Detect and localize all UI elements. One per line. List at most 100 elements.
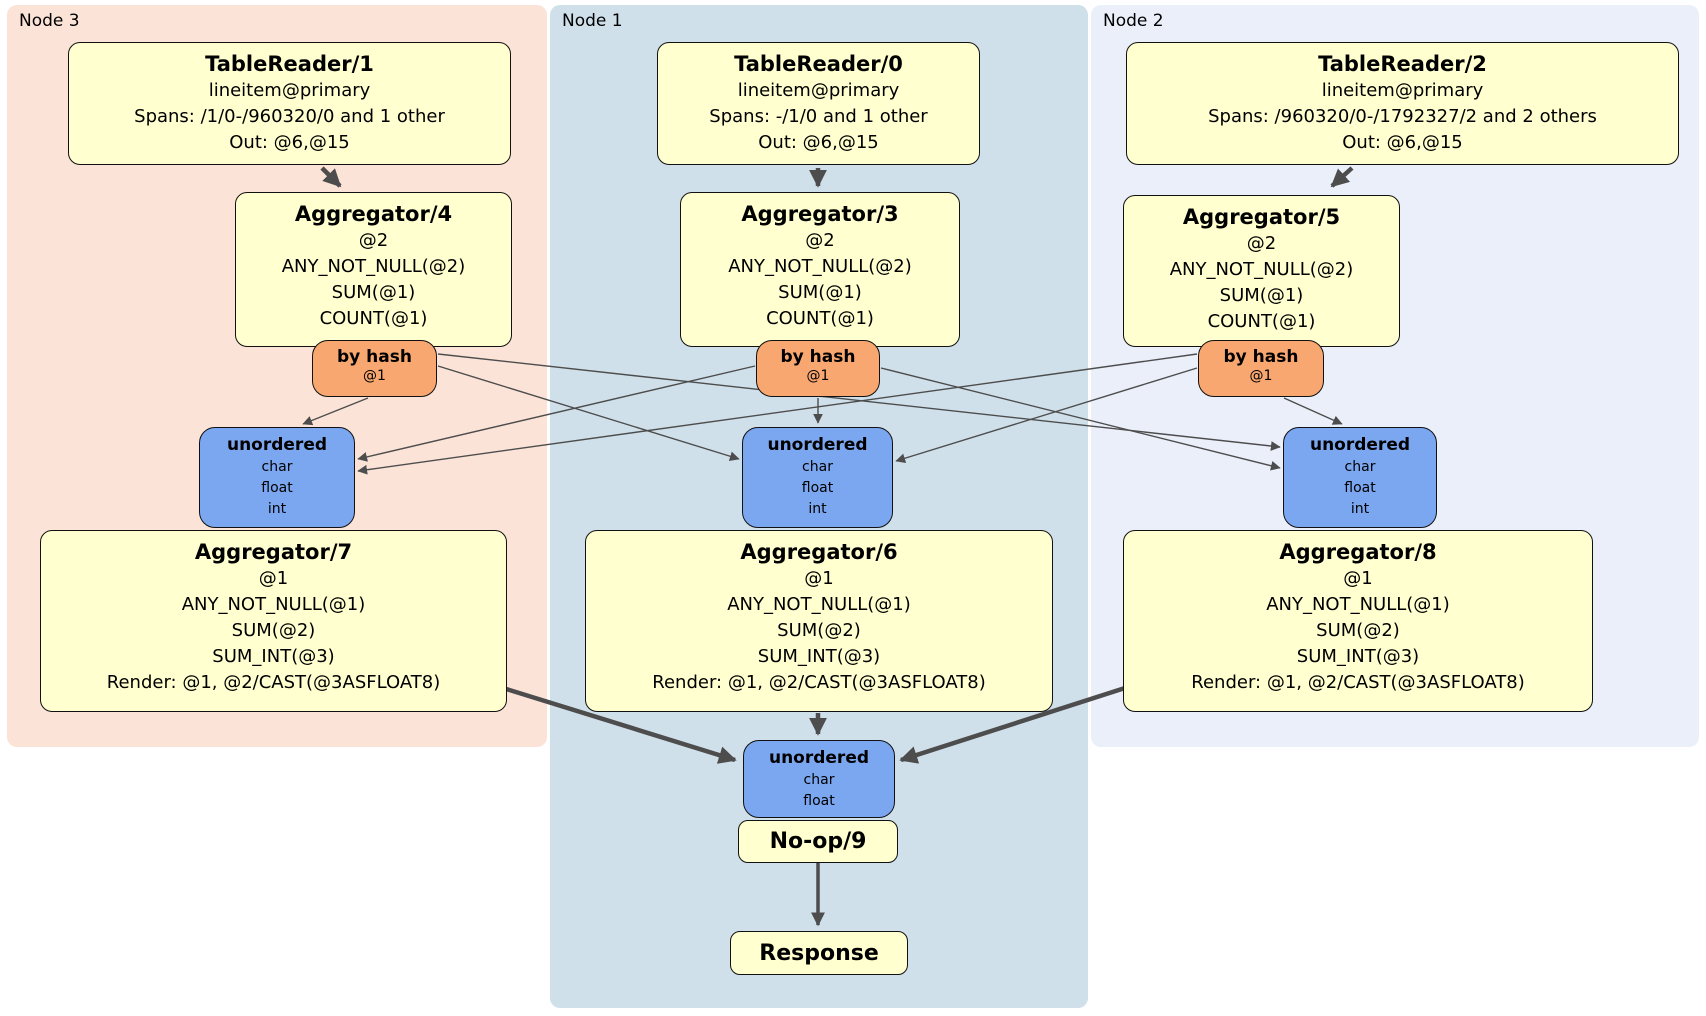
- node3-hash-router: by hash @1: [312, 340, 437, 397]
- aggregator3-title: Aggregator/3: [741, 202, 899, 226]
- sync-line: int: [808, 501, 827, 517]
- node1-unordered-sync: unordered char float int: [742, 427, 893, 528]
- box-line: Spans: /1/0-/960320/0 and 1 other: [134, 106, 445, 127]
- aggregator6-box: Aggregator/6 @1 ANY_NOT_NULL(@1) SUM(@2)…: [585, 530, 1053, 712]
- sync-title: unordered: [1309, 435, 1411, 455]
- tablereader1-box: TableReader/1 lineitem@primary Spans: /1…: [68, 42, 511, 165]
- box-line: ANY_NOT_NULL(@1): [181, 594, 366, 615]
- box-line: COUNT(@1): [1207, 311, 1316, 332]
- tablereader2-box: TableReader/2 lineitem@primary Spans: /9…: [1126, 42, 1679, 165]
- aggregator5-title: Aggregator/5: [1182, 205, 1341, 229]
- sync-line: float: [803, 793, 835, 809]
- aggregator8-box: Aggregator/8 @1 ANY_NOT_NULL(@1) SUM(@2)…: [1123, 530, 1593, 712]
- box-line: lineitem@primary: [1321, 80, 1484, 101]
- sync-title: unordered: [226, 435, 328, 455]
- edge-tr2-agg5: [1330, 166, 1354, 188]
- box-line: ANY_NOT_NULL(@2): [1169, 259, 1354, 280]
- node1-label: Node 1: [562, 11, 623, 31]
- router-title: by hash: [1223, 347, 1299, 367]
- sync-title: unordered: [768, 748, 870, 768]
- aggregator7-box: Aggregator/7 @1 ANY_NOT_NULL(@1) SUM(@2)…: [40, 530, 507, 712]
- aggregator4-box: Aggregator/4 @2 ANY_NOT_NULL(@2) SUM(@1)…: [235, 192, 512, 347]
- edge-hash1-sync3: [357, 365, 756, 462]
- box-line: SUM_INT(@3): [212, 646, 335, 667]
- response-title: Response: [759, 940, 879, 966]
- sync-line: int: [1350, 501, 1370, 517]
- edge-hash2-sync2: [1283, 397, 1343, 425]
- sync-line: char: [1344, 459, 1376, 475]
- box-line: Out: @6,@15: [1342, 132, 1463, 153]
- final-unordered-sync: unordered char float: [743, 740, 895, 818]
- box-line: SUM(@1): [778, 282, 862, 303]
- tablereader0-title: TableReader/0: [734, 52, 903, 76]
- box-line: @1: [258, 568, 289, 589]
- box-line: ANY_NOT_NULL(@1): [727, 594, 911, 615]
- box-line: SUM_INT(@3): [1296, 646, 1420, 667]
- tablereader1-title: TableReader/1: [205, 52, 374, 76]
- edge-agg7-finalsync: [502, 685, 737, 764]
- box-line: ANY_NOT_NULL(@2): [728, 256, 912, 277]
- node3-label: Node 3: [19, 11, 80, 31]
- node3-unordered-sync: unordered char float int: [199, 427, 355, 528]
- sync-line: float: [1344, 480, 1376, 496]
- box-line: Out: @6,@15: [758, 132, 879, 153]
- box-line: lineitem@primary: [737, 80, 900, 101]
- box-line: lineitem@primary: [208, 80, 371, 101]
- edge-agg8-finalsync: [899, 685, 1126, 764]
- aggregator8-title: Aggregator/8: [1279, 540, 1437, 564]
- edge-hash3-sync3: [302, 397, 369, 426]
- box-line: ANY_NOT_NULL(@2): [281, 256, 466, 277]
- sync-title: unordered: [767, 435, 868, 455]
- sync-line: float: [261, 480, 293, 496]
- node1-hash-router: by hash @1: [756, 340, 880, 397]
- box-line: SUM(@2): [231, 620, 316, 641]
- box-line: @2: [1246, 233, 1277, 254]
- box-line: COUNT(@1): [319, 308, 428, 329]
- noop-box: No-op/9: [738, 820, 898, 863]
- edge-hash3-sync1: [437, 365, 740, 461]
- sync-line: char: [261, 459, 293, 475]
- box-line: Out: @6,@15: [229, 132, 350, 153]
- node2-hash-router: by hash @1: [1198, 340, 1324, 397]
- node2-label: Node 2: [1103, 11, 1164, 31]
- box-line: SUM_INT(@3): [757, 646, 881, 667]
- response-box: Response: [730, 931, 908, 975]
- box-line: Spans: /960320/0-/1792327/2 and 2 others: [1208, 106, 1597, 127]
- box-line: Render: @1, @2/CAST(@3ASFLOAT8): [652, 672, 986, 693]
- edge-hash2-sync1: [895, 367, 1198, 463]
- sync-line: char: [803, 772, 835, 788]
- box-line: SUM(@1): [331, 282, 416, 303]
- box-line: SUM(@2): [777, 620, 861, 641]
- box-line: ANY_NOT_NULL(@1): [1266, 594, 1450, 615]
- edge-hash1-sync2: [880, 367, 1281, 471]
- node2-unordered-sync: unordered char float int: [1283, 427, 1437, 528]
- router-line: @1: [806, 368, 830, 384]
- tablereader0-box: TableReader/0 lineitem@primary Spans: -/…: [657, 42, 980, 165]
- router-title: by hash: [337, 347, 412, 367]
- edge-tr1-agg4: [320, 166, 342, 188]
- box-line: Spans: -/1/0 and 1 other: [709, 106, 928, 127]
- box-line: SUM(@2): [1316, 620, 1400, 641]
- sync-line: int: [267, 501, 287, 517]
- aggregator4-title: Aggregator/4: [294, 202, 453, 226]
- box-line: Render: @1, @2/CAST(@3ASFLOAT8): [106, 672, 441, 693]
- aggregator5-box: Aggregator/5 @2 ANY_NOT_NULL(@2) SUM(@1)…: [1123, 195, 1400, 347]
- box-line: @1: [804, 568, 834, 589]
- sync-line: float: [801, 480, 834, 496]
- box-line: SUM(@1): [1219, 285, 1304, 306]
- noop-title: No-op/9: [769, 829, 867, 854]
- box-line: @2: [358, 230, 389, 251]
- box-line: @2: [805, 230, 835, 251]
- box-line: @1: [1343, 568, 1373, 589]
- aggregator6-title: Aggregator/6: [740, 540, 898, 564]
- aggregator3-box: Aggregator/3 @2 ANY_NOT_NULL(@2) SUM(@1)…: [680, 192, 960, 347]
- sync-line: char: [802, 459, 833, 475]
- router-line: @1: [1249, 368, 1273, 384]
- box-line: COUNT(@1): [766, 308, 874, 329]
- tablereader2-title: TableReader/2: [1318, 52, 1487, 76]
- edge-hash2-sync3: [357, 353, 1198, 475]
- router-line: @1: [363, 368, 386, 384]
- aggregator7-title: Aggregator/7: [194, 540, 353, 564]
